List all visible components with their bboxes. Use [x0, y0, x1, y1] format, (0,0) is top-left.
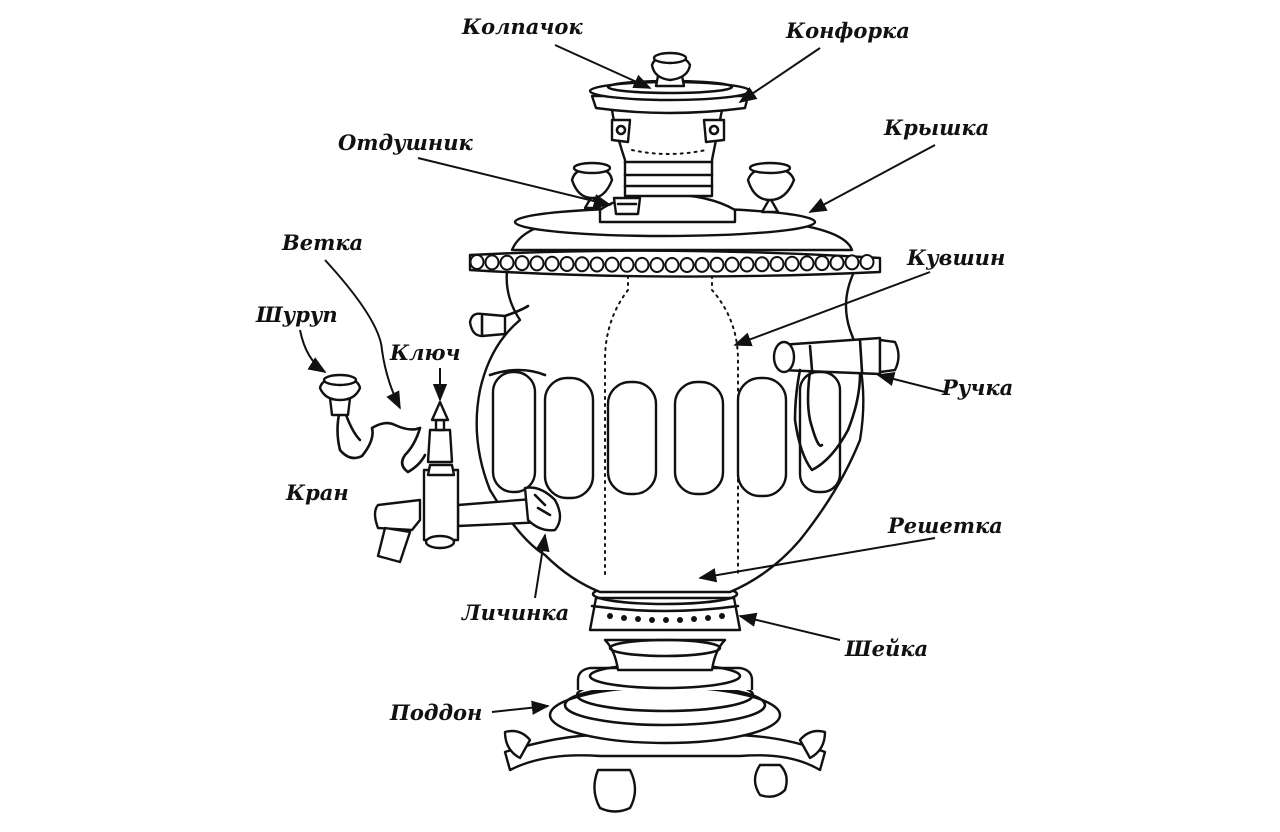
leader-ruchka — [878, 375, 945, 392]
leader-sheyka — [740, 616, 840, 640]
label-vetka: Ветка — [281, 230, 363, 255]
label-lichinka: Личинка — [461, 600, 569, 625]
leader-shurup — [300, 330, 325, 372]
rim-bead — [771, 257, 784, 271]
leader-konforka — [740, 48, 820, 102]
rim-bead — [651, 258, 664, 272]
rim-bead — [546, 257, 559, 271]
base-drawing — [505, 640, 825, 812]
leader-poddon — [492, 706, 548, 712]
rim-bead — [561, 257, 574, 271]
samovar-drawing — [320, 53, 899, 812]
rim-bead — [846, 255, 859, 269]
rim-bead — [861, 255, 874, 269]
label-kran: Кран — [285, 480, 349, 505]
label-kuvshin: Кувшин — [906, 245, 1005, 270]
rim-bead — [816, 256, 829, 270]
rim-bead — [756, 257, 769, 271]
bead-rim-drawing — [470, 251, 880, 277]
rim-bead — [696, 258, 709, 272]
lid-drawing — [512, 194, 852, 250]
chimney-drawing — [590, 53, 750, 196]
rim-bead — [621, 258, 634, 272]
rim-bead — [801, 256, 814, 270]
label-shurup: Шуруп — [255, 302, 338, 327]
branch-drawing — [320, 375, 425, 472]
rim-bead — [726, 258, 739, 272]
label-sheyka: Шейка — [844, 636, 928, 661]
label-kolpachok: Колпачок — [461, 14, 583, 39]
rim-bead — [531, 256, 544, 270]
rim-bead — [501, 256, 514, 270]
rim-bead — [711, 258, 724, 272]
label-kryshka: Крышка — [883, 115, 989, 140]
leader-kryshka — [810, 145, 935, 212]
rim-bead — [636, 258, 649, 272]
label-otdushnik: Отдушник — [338, 130, 473, 155]
label-ruchka: Ручка — [941, 375, 1013, 400]
rim-bead — [606, 258, 619, 272]
rim-bead — [516, 256, 529, 270]
rim-bead — [831, 256, 844, 270]
rim-bead — [471, 255, 484, 269]
rim-bead — [486, 255, 499, 269]
rim-bead — [681, 258, 694, 272]
rim-bead — [666, 258, 679, 272]
leader-kolpachok — [555, 45, 650, 88]
vent-drawing — [614, 198, 640, 214]
label-konforka: Конфорка — [785, 18, 910, 43]
lid-knob-right-drawing — [748, 163, 794, 212]
rim-bead — [741, 257, 754, 271]
label-poddon: Поддон — [389, 700, 482, 725]
label-klyuch: Ключ — [389, 340, 461, 365]
rim-bead — [786, 257, 799, 271]
label-reshetka: Решетка — [887, 513, 1003, 538]
rim-bead — [591, 257, 604, 271]
rim-bead — [576, 257, 589, 271]
